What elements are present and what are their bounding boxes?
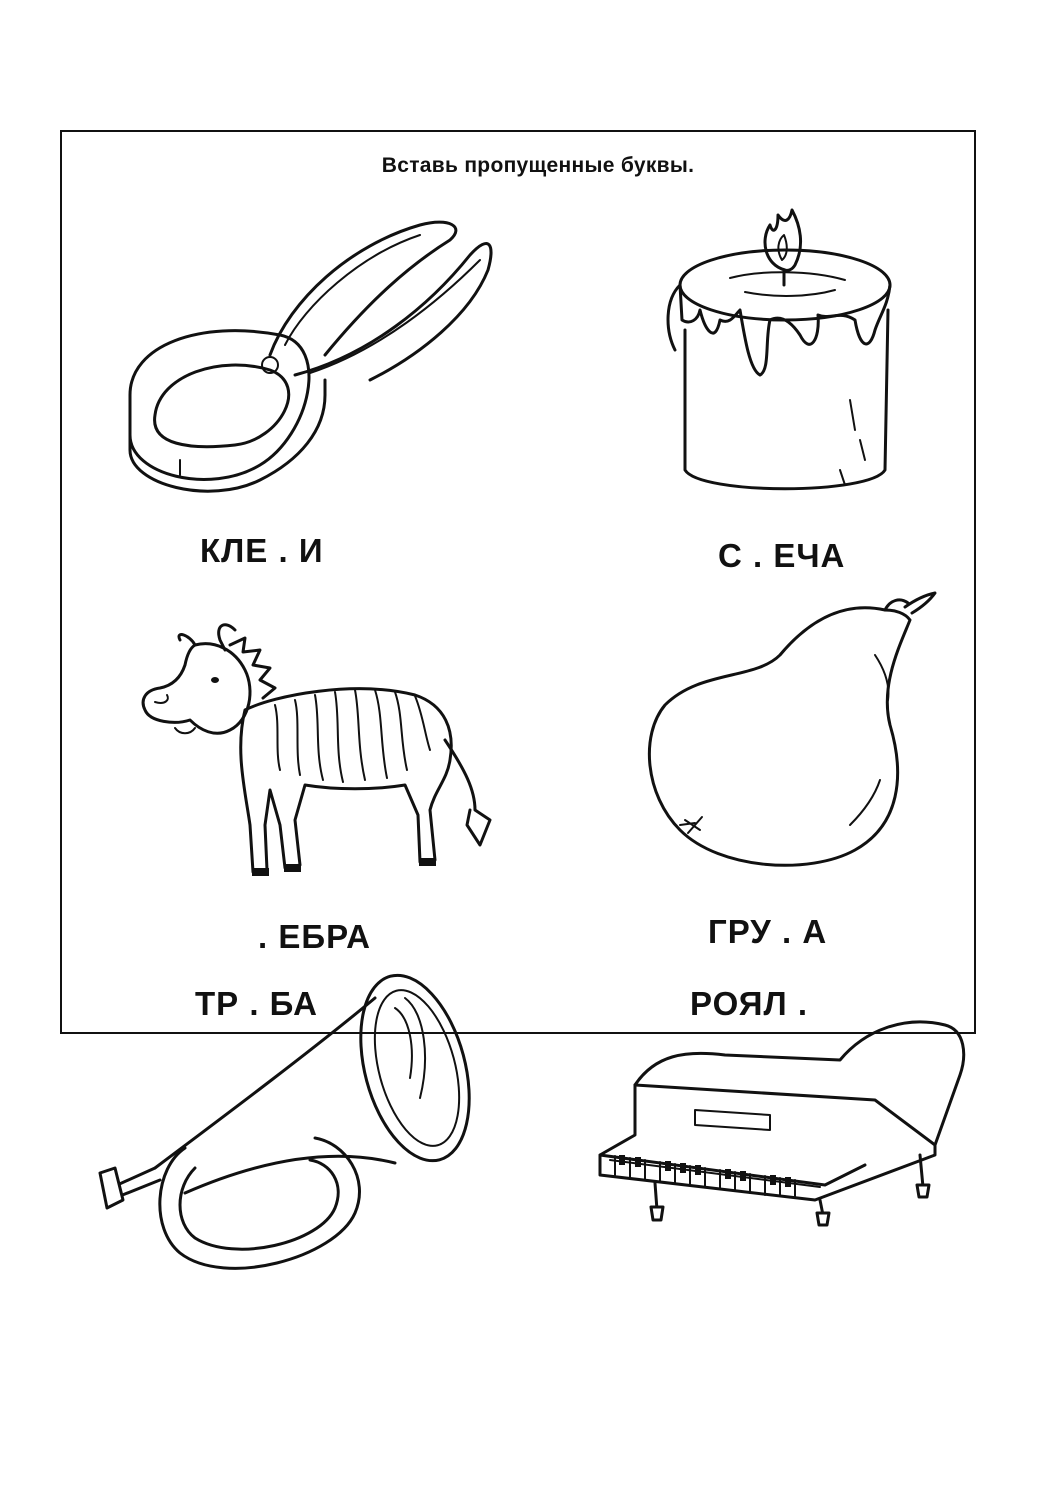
word-horn: ТР . БА [195, 985, 318, 1022]
worksheet-frame [60, 130, 976, 1034]
candle-icon [660, 200, 900, 505]
word-pear: ГРУ . А [708, 913, 828, 950]
pliers-icon [120, 205, 500, 505]
horn-icon [95, 968, 485, 1273]
instruction-title: Вставь пропущенные буквы. [381, 154, 695, 177]
piano-icon [595, 1015, 970, 1230]
zebra-icon [135, 610, 505, 900]
word-pliers: КЛЕ . И [200, 532, 324, 569]
word-zebra: . ЕБРА [258, 918, 372, 955]
pear-icon [640, 585, 940, 875]
word-piano: РОЯЛ . [690, 985, 809, 1022]
word-candle: С . ЕЧА [718, 537, 846, 574]
